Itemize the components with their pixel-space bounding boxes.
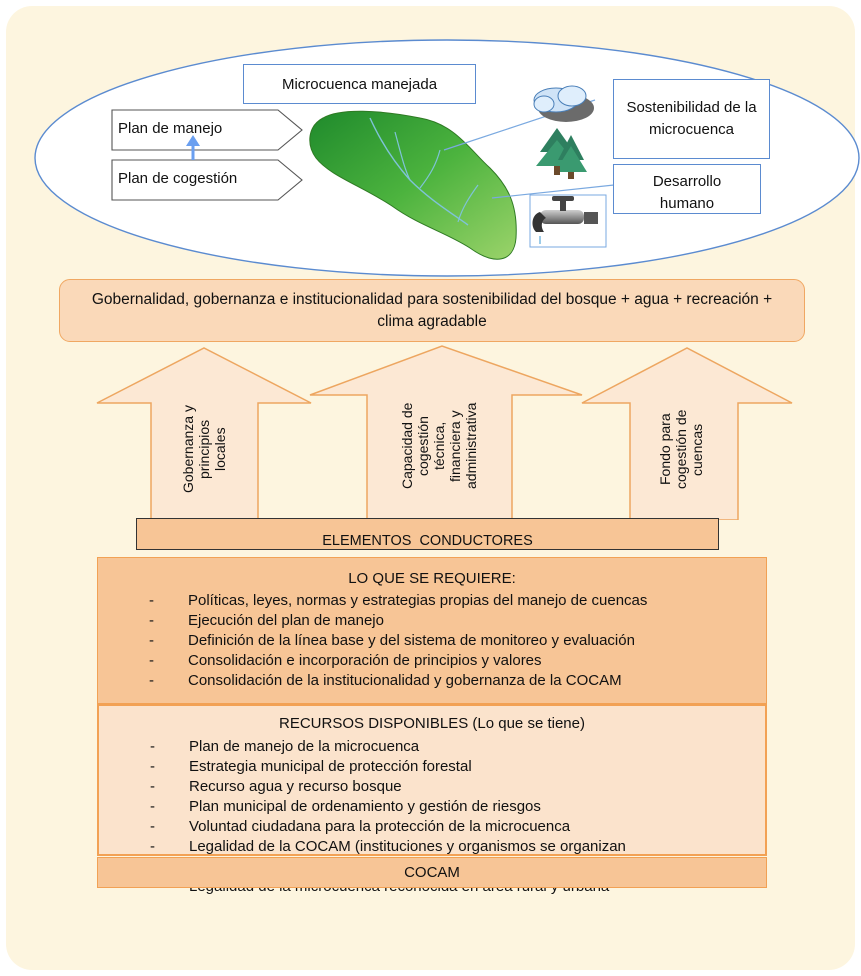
elementos-conductores-bar: ELEMENTOS CONDUCTORES — [136, 518, 719, 550]
plan-manejo-label: Plan de manejo — [118, 120, 223, 137]
list-item: Voluntad ciudadana para la protección de… — [99, 817, 735, 837]
list-item: Recurso agua y recurso bosque — [99, 777, 735, 797]
elementos-conductores-label: ELEMENTOS CONDUCTORES — [322, 533, 533, 549]
list-item: Plan de manejo de la microcuenca — [99, 737, 735, 757]
pillar-label-1: Gobernanza y principios locales — [180, 405, 228, 494]
pillar-label-3: Fondo para cogestión de cuencas — [657, 409, 705, 490]
list-item: Plan municipal de ordenamiento y gestión… — [99, 797, 735, 817]
pillar-arrows — [96, 345, 793, 520]
list-item: Definición de la línea base y del sistem… — [98, 631, 766, 651]
plan-manejo-arrow — [111, 109, 303, 151]
list-item: Políticas, leyes, normas y estrategias p… — [98, 591, 766, 611]
list-item: Estrategia municipal de protección fores… — [99, 757, 735, 777]
recursos-box: RECURSOS DISPONIBLES (Lo que se tiene) P… — [97, 704, 767, 897]
pillar-arrow-3 — [581, 347, 793, 520]
list-item: Consolidación de la institucionalidad y … — [98, 671, 766, 691]
goal-box: Gobernalidad, gobernanza e institucional… — [59, 279, 805, 342]
sostenibilidad-label: Sostenibilidad de la microcuenca — [613, 79, 770, 159]
list-item: Consolidación e incorporación de princip… — [98, 651, 766, 671]
water-tap-icon — [529, 194, 607, 248]
plan-cogestion-arrow — [111, 159, 303, 201]
desarrollo-label: Desarrollo humano — [613, 164, 761, 214]
pillar-arrow-1 — [96, 347, 312, 520]
cloud-icon — [533, 85, 594, 122]
requiere-title: LO QUE SE REQUIERE: — [348, 570, 516, 587]
list-item: Ejecución del plan de manejo — [98, 611, 766, 631]
recursos-title: RECURSOS DISPONIBLES (Lo que se tiene) — [279, 715, 585, 732]
pillar-label-2: Capacidad de cogestión técnica, financie… — [399, 402, 479, 490]
pillar-arrow-2 — [309, 345, 583, 520]
requiere-box: LO QUE SE REQUIERE: Políticas, leyes, no… — [97, 557, 767, 704]
plan-cogestion-label: Plan de cogestión — [118, 170, 238, 187]
pine-trees-icon — [536, 128, 587, 179]
cocam-box: COCAM — [97, 857, 767, 888]
managed-watershed-label: Microcuenca manejada — [243, 64, 476, 104]
